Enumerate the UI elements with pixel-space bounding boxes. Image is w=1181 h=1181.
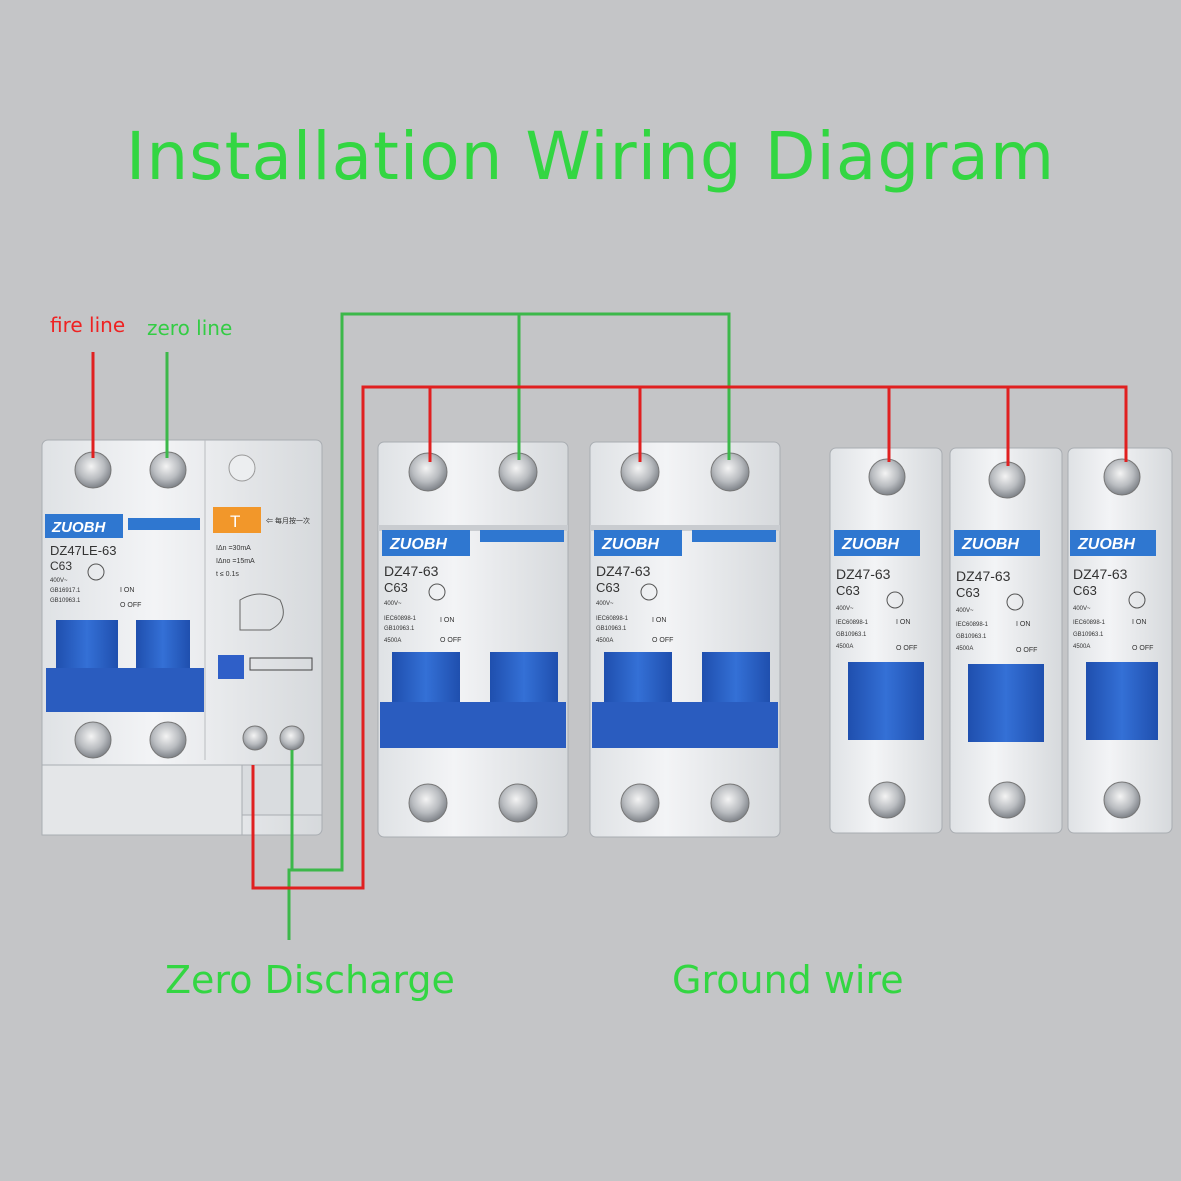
svg-text:ZUOBH: ZUOBH xyxy=(389,536,447,553)
svg-text:IEC60898-1: IEC60898-1 xyxy=(836,620,869,626)
svg-text:IEC60898-1: IEC60898-1 xyxy=(956,622,989,628)
rcbo-test-hole xyxy=(228,454,256,482)
svg-text:I ON: I ON xyxy=(440,617,454,624)
svg-text:C63: C63 xyxy=(596,580,620,595)
svg-text:4500A: 4500A xyxy=(1073,644,1090,650)
rcbo-bottom-screw-1 xyxy=(74,721,112,759)
svg-text:DZ47-63: DZ47-63 xyxy=(596,563,651,579)
svg-text:GB10963.1: GB10963.1 xyxy=(596,626,627,632)
svg-text:400V~: 400V~ xyxy=(1073,606,1091,612)
svg-text:IΔn =30mA: IΔn =30mA xyxy=(216,545,251,552)
svg-text:I ON: I ON xyxy=(1016,621,1030,628)
svg-text:GB10963.1: GB10963.1 xyxy=(384,626,415,632)
svg-text:4500A: 4500A xyxy=(956,646,973,652)
svg-text:IEC60898-1: IEC60898-1 xyxy=(384,616,417,622)
svg-text:ZUOBH: ZUOBH xyxy=(601,536,659,553)
svg-text:O OFF: O OFF xyxy=(652,637,673,644)
double-pole-breaker-1: ZUOBH DZ47-63 C63 400V~ IEC60898-1 GB109… xyxy=(377,441,569,838)
diagram-title: Installation Wiring Diagram xyxy=(125,118,1056,195)
svg-text:I ON: I ON xyxy=(120,587,134,594)
single-pole-breaker-1: ZUOBH DZ47-63 C63 400V~ IEC60898-1 GB109… xyxy=(829,447,943,834)
svg-text:⇐ 每月按一次: ⇐ 每月按一次 xyxy=(266,516,310,525)
svg-text:ZUOBH: ZUOBH xyxy=(841,536,899,553)
svg-text:DZ47-63: DZ47-63 xyxy=(956,568,1011,584)
fire-distribution-wire xyxy=(251,385,1128,890)
svg-text:400V~: 400V~ xyxy=(836,606,854,612)
svg-text:I ON: I ON xyxy=(896,619,910,626)
rcbo-breaker: ZUOBH DZ47LE-63 C63 400V~ GB16917.1 GB10… xyxy=(41,439,323,836)
rcbo-brand: ZUOBH xyxy=(51,519,106,536)
svg-text:400V~: 400V~ xyxy=(596,601,614,607)
svg-text:I ON: I ON xyxy=(652,617,666,624)
svg-text:DZ47-63: DZ47-63 xyxy=(836,566,891,582)
svg-text:C63: C63 xyxy=(956,585,980,600)
svg-text:GB10963.1: GB10963.1 xyxy=(836,632,867,638)
svg-text:GB10963.1: GB10963.1 xyxy=(1073,632,1104,638)
svg-text:t ≤ 0.1s: t ≤ 0.1s xyxy=(216,571,239,578)
svg-text:C63: C63 xyxy=(1073,583,1097,598)
svg-text:DZ47-63: DZ47-63 xyxy=(384,563,439,579)
svg-text:O OFF: O OFF xyxy=(1016,647,1037,654)
svg-text:GB16917.1: GB16917.1 xyxy=(50,588,81,594)
svg-text:GB10963.1: GB10963.1 xyxy=(50,598,81,604)
svg-text:C63: C63 xyxy=(384,580,408,595)
zero-discharge-label: Zero Discharge xyxy=(165,958,455,1002)
rcbo-test-button xyxy=(213,507,261,533)
svg-text:O OFF: O OFF xyxy=(896,645,917,652)
svg-text:O OFF: O OFF xyxy=(120,602,141,609)
svg-text:IEC60898-1: IEC60898-1 xyxy=(596,616,629,622)
zero-distribution-wire xyxy=(287,312,731,940)
svg-text:C63: C63 xyxy=(836,583,860,598)
fire-line-label: fire line xyxy=(50,313,126,337)
rcbo-rating: C63 xyxy=(50,559,72,573)
svg-text:T: T xyxy=(230,512,240,531)
svg-text:ZUOBH: ZUOBH xyxy=(1077,536,1135,553)
svg-text:400V~: 400V~ xyxy=(956,608,974,614)
svg-text:ZUOBH: ZUOBH xyxy=(961,536,1019,553)
rcbo-out-screw-2 xyxy=(279,725,305,751)
svg-text:4500A: 4500A xyxy=(384,638,401,644)
svg-text:O OFF: O OFF xyxy=(1132,645,1153,652)
single-pole-breaker-3: ZUOBH DZ47-63 C63 400V~ IEC60898-1 GB109… xyxy=(1067,447,1173,834)
svg-text:4500A: 4500A xyxy=(836,644,853,650)
svg-text:GB10963.1: GB10963.1 xyxy=(956,634,987,640)
svg-text:4500A: 4500A xyxy=(596,638,613,644)
rcbo-out-screw-1 xyxy=(242,725,268,751)
double-pole-breaker-2: ZUOBH DZ47-63 C63 400V~ IEC60898-1 GB109… xyxy=(589,441,781,838)
rcbo-bottom-screw-2 xyxy=(149,721,187,759)
rcbo-model: DZ47LE-63 xyxy=(50,543,116,558)
svg-text:I ON: I ON xyxy=(1132,619,1146,626)
ground-wire-label: Ground wire xyxy=(672,958,904,1002)
svg-text:400V~: 400V~ xyxy=(384,601,402,607)
svg-text:IΔno =15mA: IΔno =15mA xyxy=(216,558,255,565)
zero-line-label: zero line xyxy=(147,316,233,340)
svg-text:400V~: 400V~ xyxy=(50,578,68,584)
svg-text:O OFF: O OFF xyxy=(440,637,461,644)
single-pole-breaker-2: ZUOBH DZ47-63 C63 400V~ IEC60898-1 GB109… xyxy=(949,447,1063,834)
svg-text:IEC60898-1: IEC60898-1 xyxy=(1073,620,1106,626)
svg-text:DZ47-63: DZ47-63 xyxy=(1073,566,1128,582)
